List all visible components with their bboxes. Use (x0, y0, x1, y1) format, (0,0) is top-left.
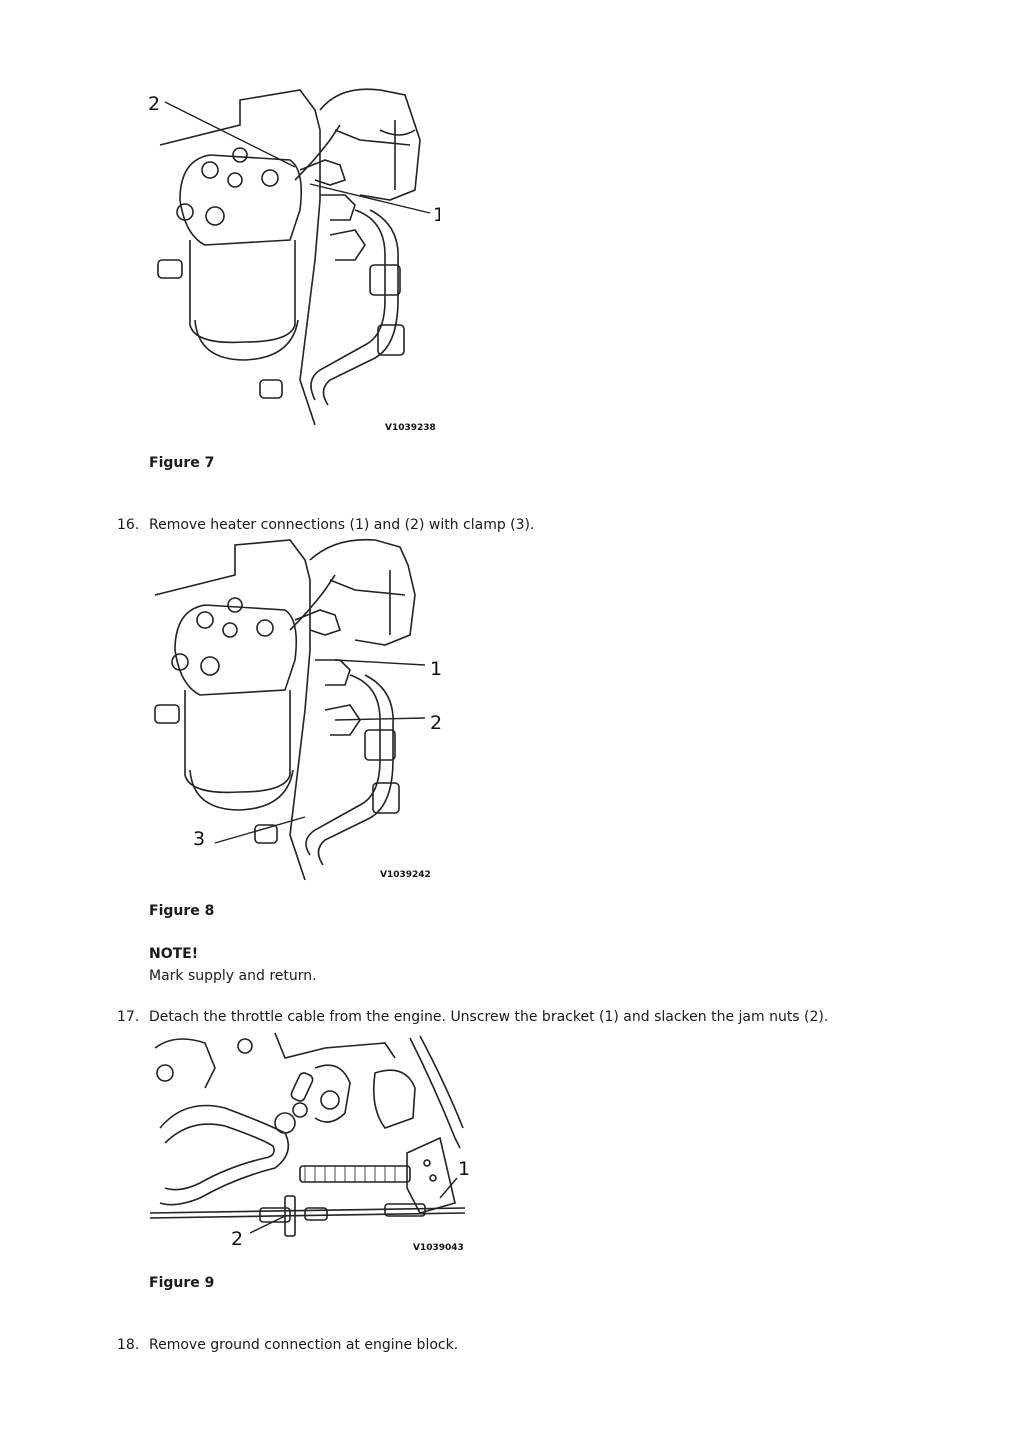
figure-8-callout-1: 1 (430, 658, 442, 680)
figure-7-callout-1: 1 (433, 204, 440, 226)
figure-9-caption: Figure 9 (149, 1275, 215, 1291)
note-text: Mark supply and return. (149, 968, 317, 984)
step-16: 16. Remove heater connections (1) and (2)… (117, 517, 534, 533)
figure-8-image-code: V1039242 (380, 870, 431, 880)
note-title: NOTE! (149, 946, 199, 962)
figure-9-callout-2: 2 (231, 1228, 243, 1250)
figure-7-image-code: V1039238 (385, 423, 436, 433)
figure-9-image-code: V1039043 (413, 1243, 464, 1253)
figure-9-illustration: 1 2 V1039043 (145, 1028, 475, 1258)
figure-8-illustration: 1 2 3 V1039242 (140, 535, 445, 885)
step-text: Remove ground connection at engine block… (149, 1337, 459, 1353)
figure-7-caption: Figure 7 (149, 455, 215, 471)
figure-8-callout-2: 2 (430, 712, 442, 734)
step-17: 17. Detach the throttle cable from the en… (117, 1009, 828, 1025)
figure-9-callout-1: 1 (458, 1158, 470, 1180)
figure-8-callout-3: 3 (193, 828, 205, 850)
step-18: 18. Remove ground connection at engine bl… (117, 1337, 458, 1353)
step-text: Detach the throttle cable from the engin… (149, 1009, 829, 1025)
figure-7-callout-2: 2 (148, 93, 160, 115)
step-number: 17. (117, 1009, 140, 1025)
figure-7-illustration: 2 1 V1039238 (140, 80, 440, 440)
figure-8-caption: Figure 8 (149, 903, 215, 919)
step-text: Remove heater connections (1) and (2) wi… (149, 517, 535, 533)
step-number: 18. (117, 1337, 140, 1353)
step-number: 16. (117, 517, 140, 533)
